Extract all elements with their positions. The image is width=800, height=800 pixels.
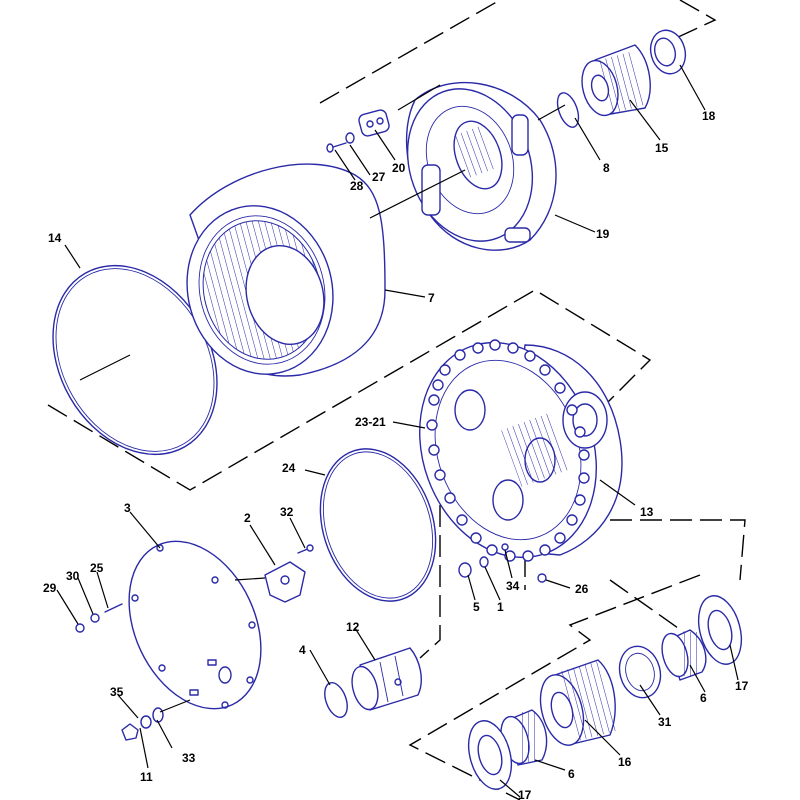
- callout-3: 3: [124, 501, 131, 515]
- callout-17-upper: 17: [735, 679, 749, 693]
- callout-35: 35: [110, 685, 124, 699]
- part-4-snap-ring: [324, 682, 348, 718]
- part-32-bolt: [297, 544, 314, 554]
- part-12-shaft: [351, 647, 422, 711]
- part-5-washer: [458, 562, 472, 578]
- callout-18: 18: [702, 109, 716, 123]
- callout-8: 8: [603, 161, 610, 175]
- callout-12: 12: [346, 620, 360, 634]
- part-11-plug: [121, 723, 139, 741]
- callout-6-lower: 6: [568, 767, 575, 781]
- callout-11: 11: [140, 770, 153, 784]
- callout-1: 1: [497, 600, 504, 614]
- part-27-washer: [345, 132, 355, 144]
- part-15-sun-gear: [581, 44, 651, 117]
- callout-34: 34: [506, 579, 520, 593]
- callout-20: 20: [392, 161, 406, 175]
- part-8-snap-ring: [556, 92, 580, 128]
- part-17-thrust-washer-lower: [467, 720, 513, 790]
- callout-30: 30: [66, 569, 80, 583]
- callout-23-21: 23-21: [355, 415, 386, 429]
- callout-14: 14: [48, 231, 62, 245]
- part-24-o-ring: [319, 448, 437, 602]
- callout-32: 32: [280, 505, 294, 519]
- part-31-spacer: [618, 645, 662, 699]
- part-2-bracket: [264, 561, 306, 603]
- part-28-bolt: [326, 142, 347, 153]
- callout-31: 31: [658, 715, 672, 729]
- part-33-o-ring: [152, 707, 164, 723]
- callout-27: 27: [372, 170, 386, 184]
- callout-15: 15: [655, 141, 669, 155]
- callout-7: 7: [428, 291, 435, 305]
- callout-26: 26: [575, 582, 589, 596]
- leader-lines: [56, 64, 739, 798]
- part-35-washer: [140, 715, 152, 729]
- part-30-washer: [90, 613, 100, 623]
- callout-4: 4: [299, 643, 306, 657]
- part-16-planet-gear: [539, 659, 617, 746]
- callout-33: 33: [182, 751, 196, 765]
- callout-28: 28: [350, 179, 364, 193]
- callout-5: 5: [473, 600, 480, 614]
- part-26-plug: [537, 573, 547, 583]
- part-3-cover-plate: [128, 540, 262, 710]
- part-25-bolt: [104, 603, 123, 613]
- callout-19: 19: [596, 227, 610, 241]
- callout-17-lower: 17: [518, 788, 532, 800]
- callout-24: 24: [282, 461, 296, 475]
- part-6-bearing-upper: [661, 629, 707, 681]
- part-29-nut: [75, 623, 85, 633]
- part-1-ring: [479, 556, 489, 568]
- hub-flange-bolts: [426, 339, 590, 562]
- callout-16: 16: [618, 755, 632, 769]
- part-20-lock-plate: [358, 109, 390, 137]
- callout-2: 2: [244, 511, 251, 525]
- part-19-carrier-plate: [405, 81, 557, 251]
- callout-6-upper: 6: [700, 691, 707, 705]
- part-18-nut: [649, 29, 687, 75]
- part-13-hub-housing: [419, 339, 623, 562]
- callout-13: 13: [640, 505, 654, 519]
- callout-29: 29: [43, 581, 57, 595]
- part-7-ring-gear: [186, 163, 386, 377]
- assembly-dashed-lines: [47, 0, 746, 800]
- callout-25: 25: [90, 561, 104, 575]
- callout-labels: 14 7 19 20 27 28 8 15 18 23-21 13 24 3 2…: [43, 109, 749, 800]
